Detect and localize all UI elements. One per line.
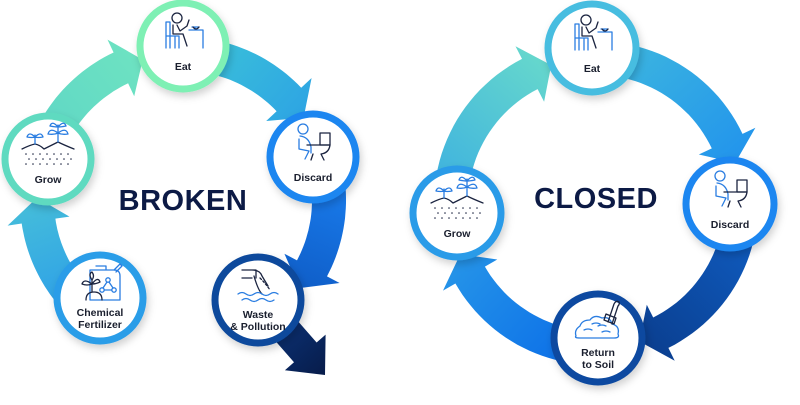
node-grow: Grow — [1, 112, 95, 206]
node-grow: Grow — [409, 165, 505, 261]
node-label: Fertilizer — [78, 319, 122, 331]
broken-title: BROKEN — [119, 185, 248, 217]
seedlings-soil-icon — [430, 176, 484, 219]
node-label: Waste — [243, 309, 274, 321]
node-label: Eat — [584, 63, 601, 75]
arrow-eat-to-discard — [600, 41, 756, 163]
node-ring — [409, 165, 505, 261]
node-discard: Discard — [266, 110, 360, 204]
seedlings-soil-icon — [21, 122, 75, 165]
node-label: Discard — [711, 219, 750, 231]
node-label: Grow — [444, 228, 472, 240]
node-eat: Eat — [544, 0, 640, 96]
node-label: Return — [581, 347, 615, 359]
node-ring — [53, 251, 147, 345]
node-ring — [682, 156, 778, 252]
node-label: to Soil — [582, 359, 614, 371]
node-ring — [544, 0, 640, 96]
closed-title: CLOSED — [534, 183, 658, 215]
arrow-grow-to-eat — [434, 46, 552, 205]
node-label: Grow — [35, 174, 63, 186]
node-ring — [1, 112, 95, 206]
node-eat: Eat — [136, 0, 230, 93]
node-label: Chemical — [77, 307, 124, 319]
node-waste: Waste& Pollution — [211, 253, 305, 347]
node-label: Eat — [175, 61, 192, 73]
node-ring — [136, 0, 230, 93]
node-label: Discard — [294, 172, 333, 184]
node-label: & Pollution — [230, 321, 285, 333]
node-ring — [266, 110, 360, 204]
node-discard: Discard — [682, 156, 778, 252]
